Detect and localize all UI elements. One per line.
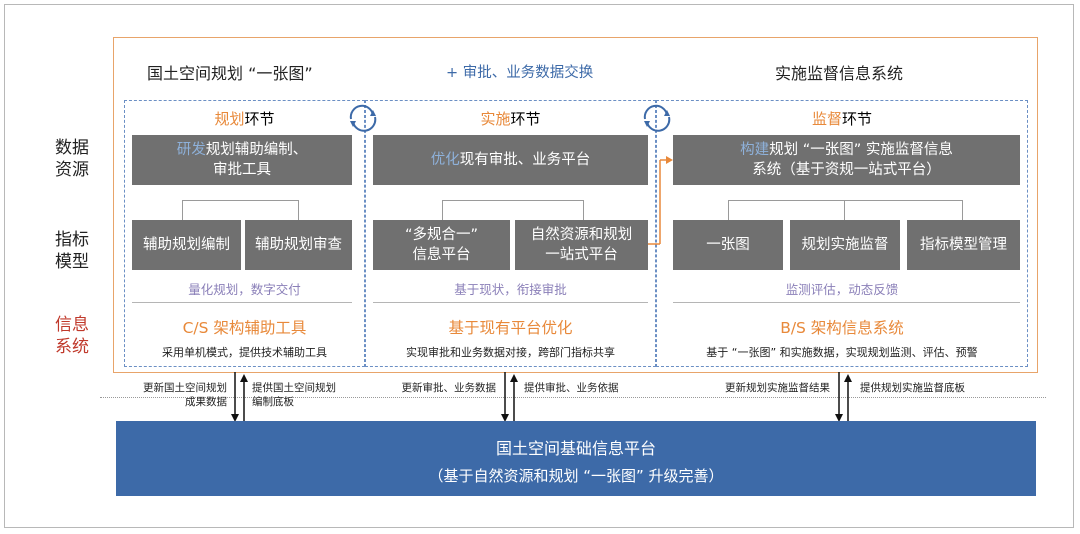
side-label-indicator-model: 指标 模型 [55, 230, 89, 272]
supervision-sub-box-1: 一张图 [673, 220, 783, 270]
implementation-system-desc: 实现审批和业务数据对接，跨部门指标共享 [406, 346, 615, 359]
supervision-system: B/S 架构信息系统 [780, 319, 904, 337]
supervision-title: 监督环节 [811, 110, 873, 128]
planning-sub-box-1: 辅助规划编制 [132, 220, 241, 270]
planning-system-desc: 采用单机模式，提供技术辅助工具 [162, 346, 327, 359]
header-left: 国土空间规划 “一张图” [147, 64, 313, 83]
system-frame [113, 37, 1038, 373]
cycle-arrows-icon [349, 104, 377, 132]
arrow-label-3-down: 提供规划实施监督底板 [860, 382, 965, 394]
implementation-sub-box-2: 自然资源和规划 一站式平台 [515, 220, 648, 270]
base-platform-bar: 国土空间基础信息平台 （基于自然资源和规划 “一张图” 升级完善） [116, 421, 1036, 496]
implementation-main-box: 优化现有审批、业务平台 [373, 135, 648, 185]
supervision-system-desc: 基于 “一张图” 和实施数据，实现规划监测、评估、预警 [706, 346, 978, 359]
arrow-label-2-up: 更新审批、业务数据 [401, 382, 497, 394]
supervision-main-box: 构建规划 “一张图” 实施监督信息 系统（基于资规一站式平台） [673, 135, 1020, 185]
implementation-system: 基于现有平台优化 [448, 319, 573, 337]
header-middle: + 审批、业务数据交换 [446, 65, 594, 81]
implementation-title: 实施环节 [480, 110, 541, 128]
panel-supervision [656, 100, 1028, 367]
planning-sub-box-2: 辅助规划审查 [245, 220, 352, 270]
supervision-sub-box-3: 指标模型管理 [907, 220, 1020, 270]
arrow-label-2-down: 提供审批、业务依据 [524, 382, 619, 394]
panel-implementation [365, 100, 656, 367]
dotted-separator [100, 397, 1046, 398]
arrow-label-1-up: 更新国土空间规划 成果数据 [143, 382, 227, 408]
supervision-sub-box-2: 规划实施监督 [790, 220, 900, 270]
supervision-note: 监测评估，动态反馈 [785, 282, 899, 297]
figure-frame [4, 4, 1074, 528]
double-arrow-1 [231, 372, 248, 422]
side-label-data-resource: 数据 资源 [55, 138, 89, 180]
arrow-label-1-down: 提供国土空间规划 编制底板 [252, 382, 336, 408]
side-label-info-system: 信息 系统 [55, 315, 89, 357]
planning-system: C/S 架构辅助工具 [182, 319, 307, 337]
base-platform-subtitle: （基于自然资源和规划 “一张图” 升级完善） [428, 467, 724, 485]
planning-title: 规划环节 [214, 110, 275, 128]
header-right: 实施监督信息系统 [775, 64, 904, 83]
implementation-note: 基于现状，衔接审批 [454, 282, 567, 297]
cycle-arrows-icon-2 [643, 104, 671, 132]
double-arrow-3 [835, 372, 852, 422]
arrow-label-3-up: 更新规划实施监督结果 [725, 382, 830, 394]
planning-note: 量化规划，数字交付 [188, 282, 301, 297]
orange-connector-arrow [648, 156, 673, 245]
base-platform-title: 国土空间基础信息平台 [495, 439, 656, 458]
planning-main-box: 研发规划辅助编制、 审批工具 [132, 135, 352, 185]
double-arrow-2 [501, 372, 518, 422]
implementation-sub-box-1: “多规合一” 信息平台 [373, 220, 510, 270]
panel-planning [124, 100, 365, 367]
